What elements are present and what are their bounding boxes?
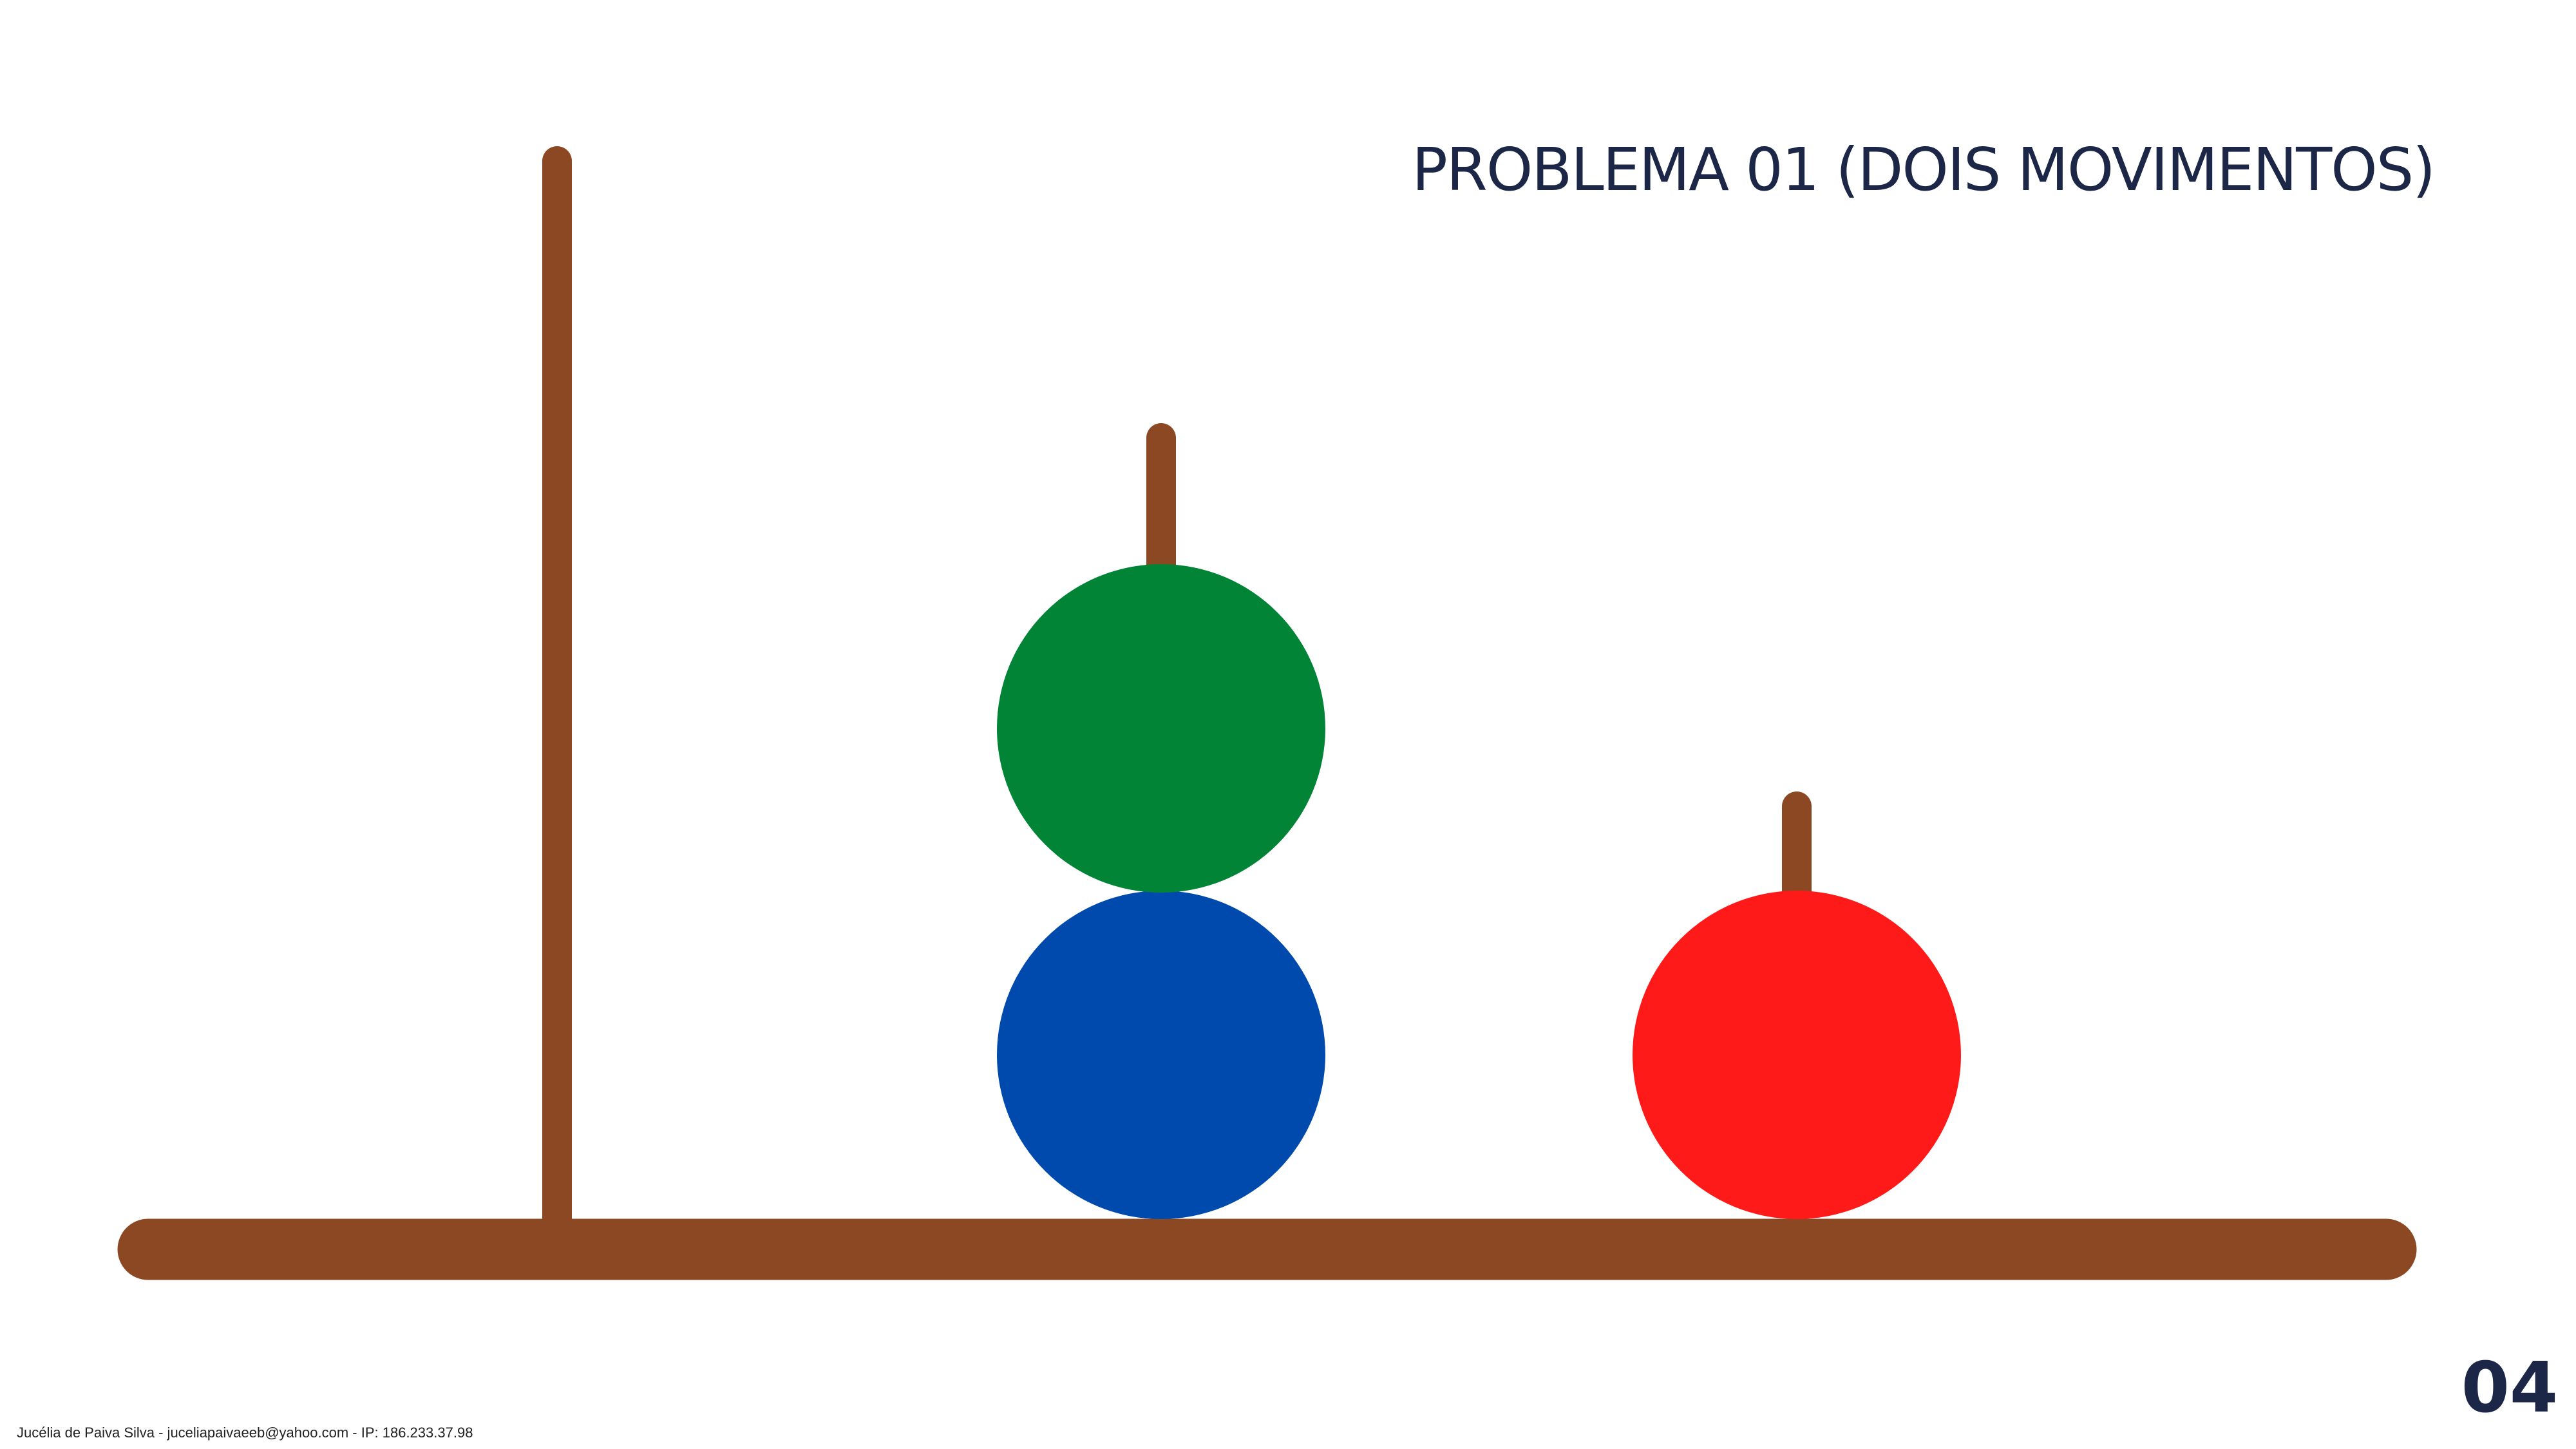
disc-blue[interactable]	[997, 891, 1325, 1219]
disc-green[interactable]	[997, 564, 1325, 893]
page-number: 04	[2461, 1348, 2558, 1428]
page-title: PROBLEMA 01 (DOIS MOVIMENTOS)	[1412, 135, 2436, 204]
footer-credit: Jucélia de Paiva Silva - juceliapaivaeeb…	[17, 1425, 473, 1441]
disc-red[interactable]	[1633, 891, 1961, 1219]
